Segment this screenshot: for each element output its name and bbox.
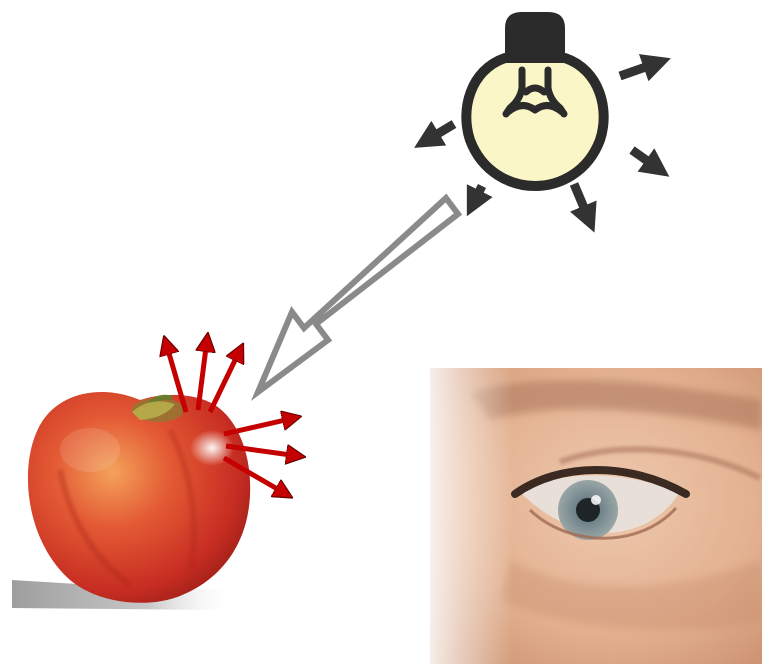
- bulb-ray: [424, 124, 454, 142]
- bulb-ray: [574, 184, 590, 222]
- reflected-ray: [210, 350, 240, 412]
- bulb-ray: [472, 186, 482, 206]
- apple: [12, 392, 250, 610]
- bulb-ray: [632, 150, 660, 170]
- incident-light-arrow: [258, 198, 458, 392]
- bulb-ray: [620, 62, 660, 76]
- eye: [430, 368, 762, 664]
- light-bulb: [466, 12, 603, 186]
